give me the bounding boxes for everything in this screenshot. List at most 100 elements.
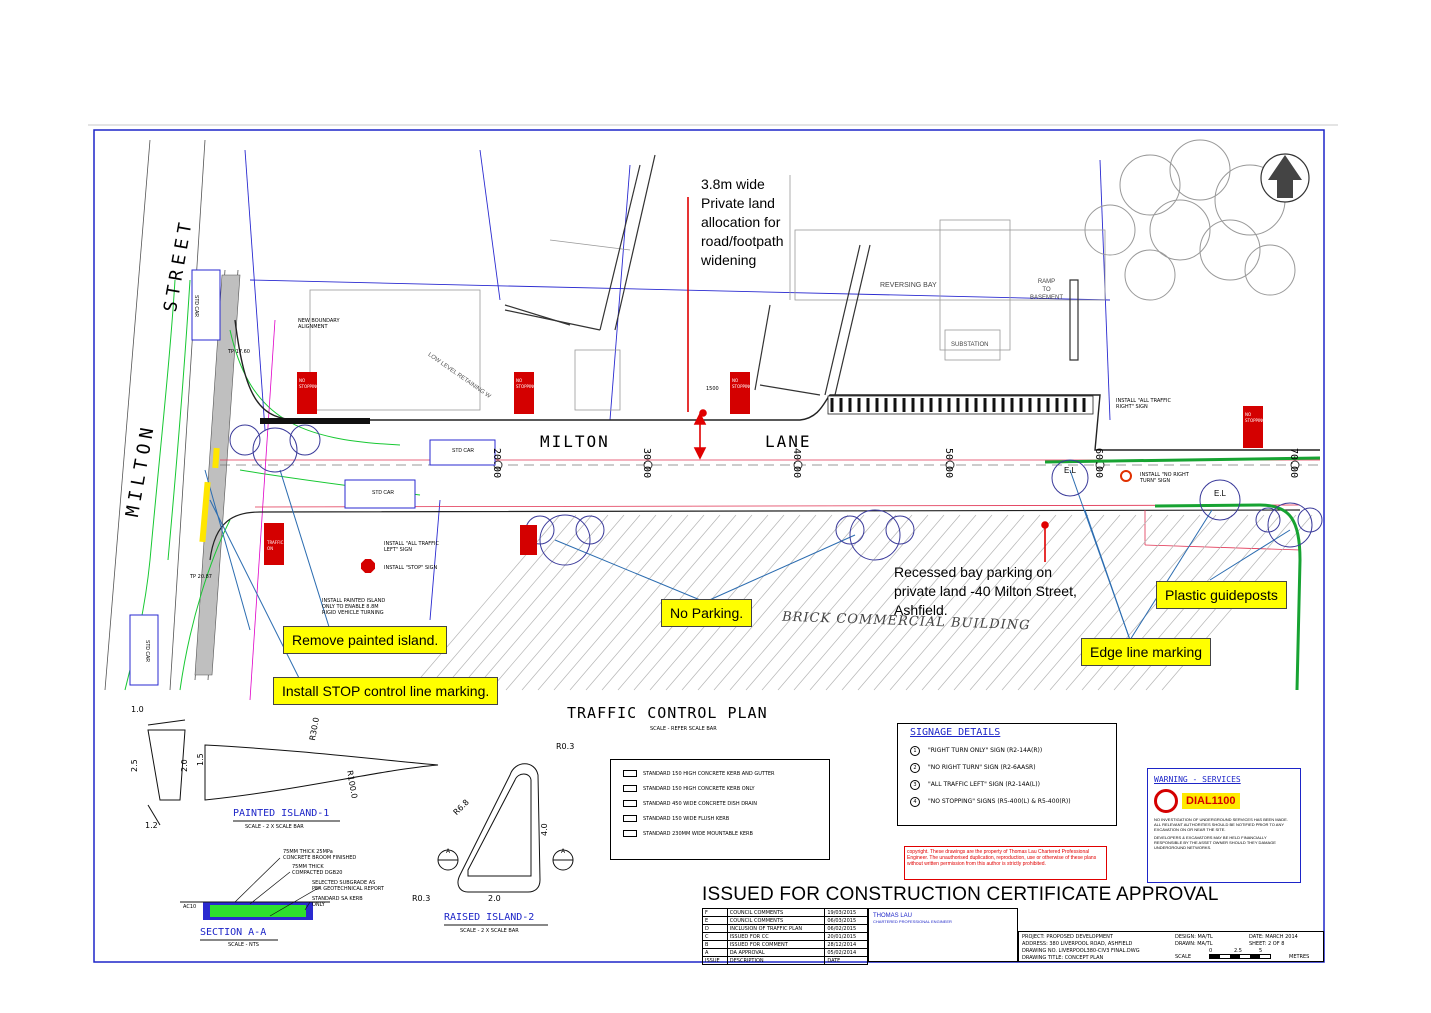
hatch-line [905, 514, 1057, 691]
detail-underlines [200, 820, 548, 941]
hatch-line [761, 514, 913, 691]
section-aa-title: SECTION A-A [200, 927, 267, 938]
signage-row: 3"ALL TRAFFIC LEFT" SIGN (R2-14A(L)) [910, 776, 1116, 793]
revision-date: 19/03/2015 [824, 908, 868, 917]
signage-text: "RIGHT TURN ONLY" SIGN (R2-14A(R)) [928, 747, 1043, 754]
chainage-label: 70.00 [1288, 448, 1299, 479]
section-aa-detail [180, 857, 330, 920]
revision-issue: F [702, 908, 728, 917]
signage-number: 1 [910, 745, 920, 756]
kerb-legend: STANDARD 150 HIGH CONCRETE KERB AND GUTT… [610, 759, 830, 860]
kerb-black [260, 418, 370, 424]
chainage-label: 40.00 [791, 448, 802, 479]
revision-issue: B [702, 940, 728, 949]
painted-island-title: PAINTED ISLAND-1 [233, 808, 330, 819]
revision-desc: COUNCIL COMMENTS [726, 916, 826, 925]
chainage-label: 50.00 [943, 448, 954, 479]
chainage-label: 60.00 [1093, 448, 1104, 479]
hatch-line [985, 514, 1137, 691]
painted-island-note: INSTALL PAINTED ISLAND ONLY TO ENABLE 8.… [322, 598, 386, 616]
revision-desc: ISSUED FOR CC [726, 932, 826, 941]
hatch-line [793, 514, 945, 691]
section-note-3: SELECTED SUBGRADE AS PER GEOTECHNICAL RE… [312, 880, 384, 892]
hatch-line [441, 514, 593, 691]
revision-date: 06/03/2015 [824, 916, 868, 925]
tree-clouds [229, 424, 1323, 566]
painted-island-detail [147, 719, 439, 826]
dial-1100-badge: DIAL1100 [1182, 793, 1240, 809]
signage-number: 3 [910, 779, 920, 790]
revision-header-desc: DESCRIPTION [726, 956, 826, 965]
sign-text-5: TRAFFIC ON [267, 540, 284, 551]
dim-r03-top: R0.3 [556, 742, 575, 751]
hatch-line [1017, 514, 1169, 691]
dim-1-2: 1.2 [145, 821, 158, 830]
hatch-line [745, 514, 897, 691]
dim-2-0b: 2.0 [488, 894, 501, 903]
legend-symbol [623, 770, 637, 777]
hatch-line [729, 514, 881, 691]
legend-symbol [623, 830, 637, 837]
issued-banner: ISSUED FOR CONSTRUCTION CERTIFICATE APPR… [702, 884, 1219, 905]
hatch-line [825, 514, 977, 691]
hatch-line [425, 514, 577, 691]
width-dimension [687, 197, 1049, 562]
no-stopping-sign-2 [514, 372, 534, 414]
legend-row: STANDARD 230MM WIDE MOUNTABLE KERB [623, 826, 829, 841]
sign-text-4: NO STOPPING [1245, 412, 1266, 423]
private-land-note: 3.8m wide Private land allocation for ro… [701, 176, 784, 268]
legend-row: STANDARD 150 HIGH CONCRETE KERB AND GUTT… [623, 766, 829, 781]
hatch-line [505, 514, 657, 691]
warning-title: WARNING - SERVICES [1154, 775, 1241, 784]
hatch-line [937, 514, 1089, 691]
revision-header-issue: ISSUE [702, 956, 728, 965]
signage-row: 1 "RIGHT TURN ONLY" SIGN (R2-14A(R)) [910, 742, 1116, 759]
hatch-line [921, 514, 1073, 691]
tb-sheet: SHEET: 2 OF 8 [1249, 941, 1285, 947]
legend-text: STANDARD 150 HIGH CONCRETE KERB AND GUTT… [643, 770, 775, 777]
engineer-name: THOMAS LAU [873, 913, 913, 919]
ramp-label: RAMP TO BASEMENT [1030, 279, 1064, 301]
tb-scale-tick-0: 0 [1209, 948, 1213, 954]
hatch-line [553, 514, 705, 691]
existing-trees [1084, 139, 1296, 301]
raised-island-title: RAISED ISLAND-2 [444, 912, 535, 923]
revision-date: 06/02/2015 [824, 924, 868, 933]
signage-number: 4 [910, 796, 920, 807]
engineer-title: CHARTERED PROFESSIONAL ENGINEER [873, 919, 952, 924]
tb-drawing-no: DRAWING NO. LIVERPOOL380-CIV3 FINAL.DWG [1022, 948, 1140, 954]
stop-sign-note: INSTALL "STOP" SIGN [384, 565, 438, 571]
traffic-sign-1 [264, 523, 284, 565]
sign-text-1: NO STOPPING [299, 378, 320, 389]
revision-header-date: DATE [824, 956, 868, 965]
install-stop-callout: Install STOP control line marking. [273, 677, 499, 705]
hatch-line [569, 514, 721, 691]
tb-scale-tick-2: 5 [1259, 948, 1263, 954]
hatch-line [809, 514, 961, 691]
revision-date: 28/12/2014 [824, 940, 868, 949]
section-a-marker-right: A [561, 848, 566, 855]
legend-text: STANDARD 150 HIGH CONCRETE KERB ONLY [643, 785, 755, 792]
chainage-marker [793, 460, 803, 470]
new-boundary-note: NEW BOUNDARY ALIGNMENT [298, 318, 340, 330]
tp-bottom: TP 20.87 [190, 574, 212, 580]
section-aa-scale: SCALE - NTS [228, 942, 259, 948]
edge-line-callout: Edge line marking [1081, 638, 1212, 666]
signage-details: SIGNAGE DETAILS 1"RIGHT TURN ONLY" SIGN … [897, 723, 1117, 826]
sign-text-3: NO STOPPING [732, 378, 753, 389]
tp-top: TP 17.60 [228, 349, 250, 355]
title-block: PROJECT: PROPOSED DEVELOPMENT ADDRESS: 3… [1018, 931, 1324, 962]
hatch-line [521, 514, 673, 691]
buildings [309, 175, 1106, 411]
warning-text-2: DEVELOPERS & EXCAVATORS MAY BE HELD FINA… [1154, 835, 1276, 850]
parked-cars [129, 269, 496, 686]
legend-symbol [623, 800, 637, 807]
guideposts-callout: Plastic guideposts [1156, 581, 1287, 609]
dim-1500: 1500 [706, 386, 719, 392]
edge-line-label-1: E.L [1064, 466, 1077, 475]
tb-scale: SCALE [1175, 954, 1192, 960]
edge-line-marking [1044, 456, 1321, 691]
revision-desc: DA APPROVAL [726, 948, 826, 957]
